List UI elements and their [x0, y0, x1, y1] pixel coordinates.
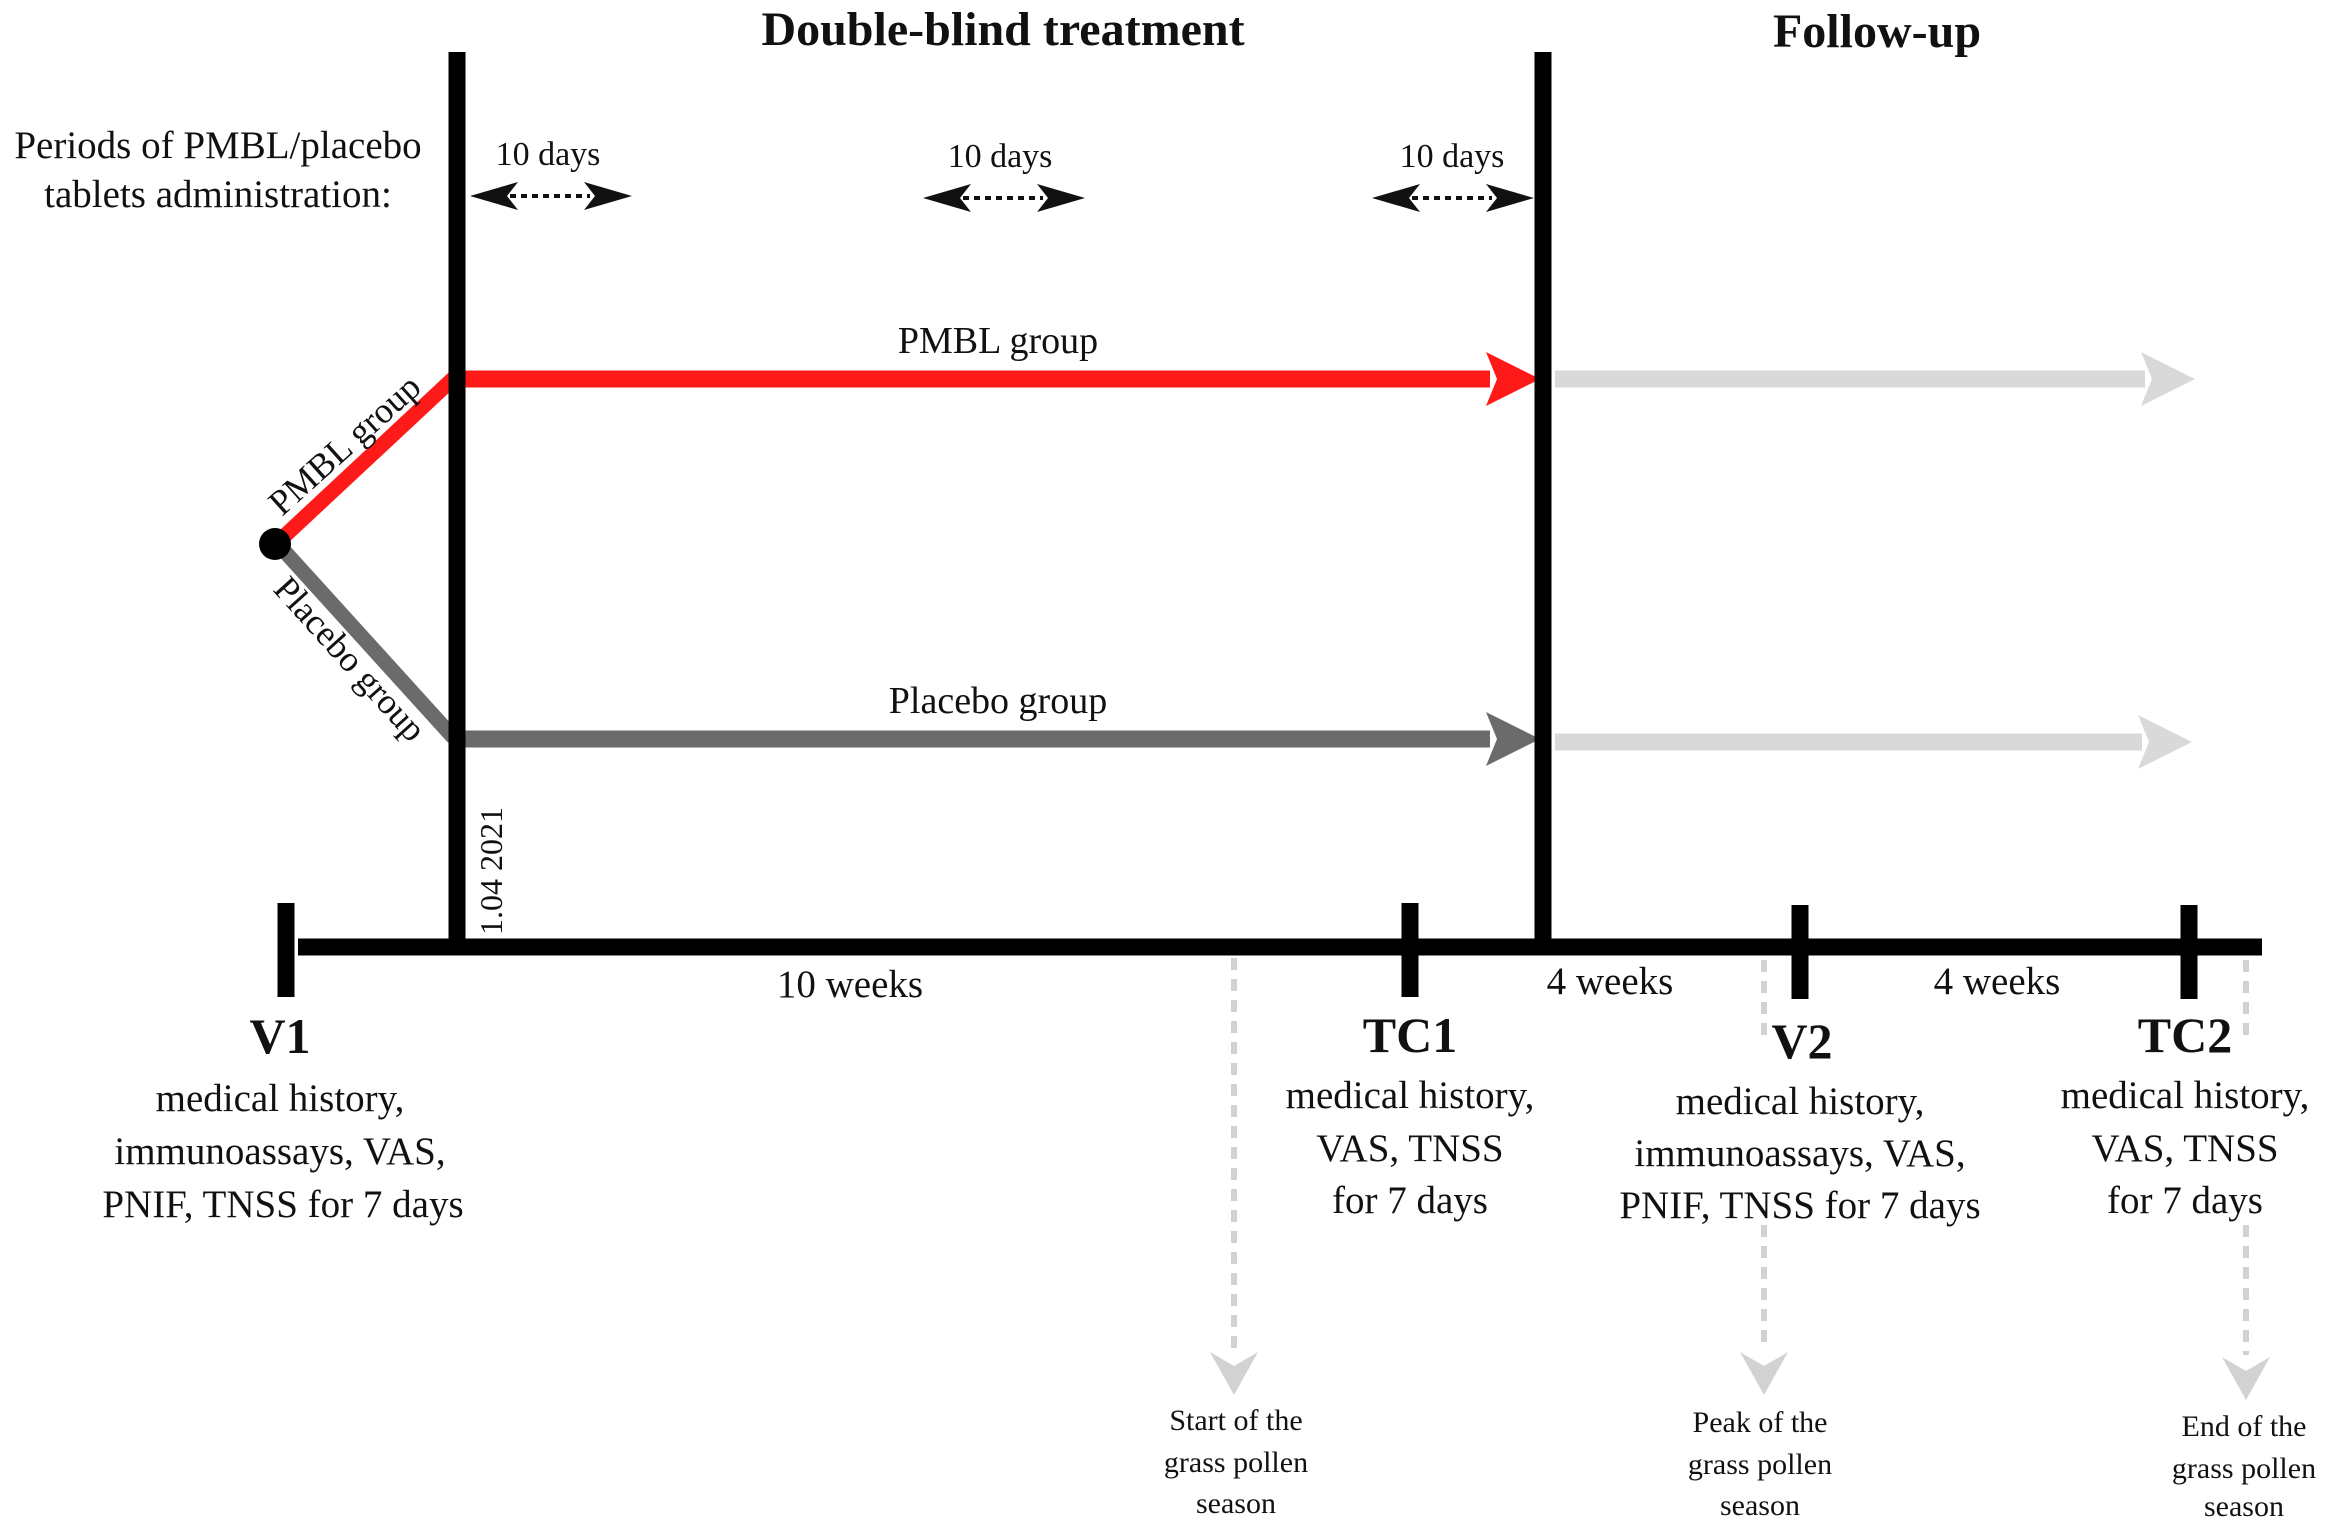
periods-label-line1: Periods of PMBL/placebo	[14, 124, 421, 167]
visit-tc2-label: TC2	[2138, 1007, 2232, 1063]
visit-tc1-detail-2: VAS, TNSS	[1316, 1127, 1503, 1170]
visit-v2-detail-1: medical history,	[1676, 1080, 1925, 1123]
season-end-line-1: End of the	[2182, 1410, 2307, 1443]
period-duration-1: 10 days	[496, 136, 601, 173]
season-start-marker	[1210, 958, 1258, 1395]
placebo-followup-arrowhead	[2138, 715, 2192, 769]
period-duration-2: 10 days	[948, 138, 1053, 175]
season-start-line-1: Start of the	[1169, 1404, 1302, 1437]
visit-v1-detail-1: medical history,	[156, 1077, 405, 1120]
season-end-line-3: season	[2204, 1490, 2284, 1520]
placebo-branch	[269, 535, 460, 744]
visit-v2-detail-2: immunoassays, VAS,	[1634, 1132, 1965, 1175]
season-peak-line-3: season	[1720, 1489, 1800, 1520]
randomization-point	[259, 528, 291, 560]
period-arrow-2	[923, 184, 1085, 212]
season-peak-line-1: Peak of the	[1693, 1406, 1828, 1439]
periods-label-line2: tablets administration:	[44, 173, 392, 216]
visit-v1-detail-3: PNIF, TNSS for 7 days	[102, 1183, 463, 1226]
period-duration-3: 10 days	[1400, 138, 1505, 175]
visit-tc1-detail-3: for 7 days	[1332, 1179, 1488, 1222]
visit-v2-detail-3: PNIF, TNSS for 7 days	[1619, 1184, 1980, 1227]
placebo-branch-label: Placebo group	[266, 569, 434, 750]
visit-v2-label: V2	[1771, 1013, 1832, 1069]
season-peak-marker	[1740, 960, 1788, 1395]
season-end-line-2: grass pollen	[2172, 1452, 2316, 1485]
period-arrow-3	[1372, 184, 1534, 212]
pmbl-branch-label: PMBL group	[261, 366, 429, 523]
pmbl-branch	[269, 367, 465, 551]
header-follow-up: Follow-up	[1773, 5, 1981, 58]
period-arrow-1	[470, 182, 632, 210]
season-start-line-3: season	[1196, 1487, 1276, 1520]
pmbl-group-label: PMBL group	[898, 320, 1098, 362]
segment-4-weeks-2: 4 weeks	[1934, 960, 2061, 1003]
visit-tc2-detail-3: for 7 days	[2107, 1179, 2263, 1222]
visit-tc2-detail-1: medical history,	[2061, 1074, 2310, 1117]
segment-4-weeks-1: 4 weeks	[1547, 960, 1674, 1003]
header-double-blind: Double-blind treatment	[761, 3, 1244, 56]
placebo-arrowhead	[1486, 712, 1540, 766]
visit-tc1-label: TC1	[1363, 1007, 1457, 1063]
visit-tc2-detail-2: VAS, TNSS	[2091, 1127, 2278, 1170]
placebo-group-label: Placebo group	[889, 680, 1107, 722]
season-peak-line-2: grass pollen	[1688, 1448, 1832, 1481]
season-start-line-2: grass pollen	[1164, 1446, 1308, 1479]
pmbl-followup-arrowhead	[2141, 352, 2195, 406]
pmbl-arrowhead	[1486, 352, 1540, 406]
visit-v1-label: V1	[249, 1008, 310, 1064]
segment-10-weeks: 10 weeks	[777, 963, 923, 1006]
season-end-marker	[2222, 960, 2270, 1400]
visit-tc1-detail-1: medical history,	[1286, 1074, 1535, 1117]
visit-v1-detail-2: immunoassays, VAS,	[114, 1130, 445, 1173]
start-date-label: 1.04 2021	[473, 807, 509, 935]
